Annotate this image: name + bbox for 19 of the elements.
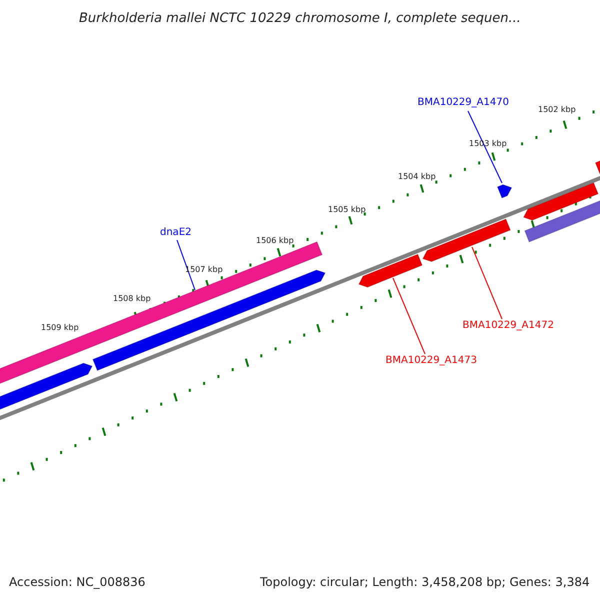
tick-label: 1509 kbp bbox=[41, 324, 79, 332]
gene-block bbox=[358, 254, 423, 288]
gene-label: dnaE2 bbox=[160, 228, 192, 238]
tick-label: 1504 kbp bbox=[398, 173, 436, 181]
gene-block bbox=[496, 184, 512, 199]
tick-label: 1502 kbp bbox=[538, 106, 576, 114]
tick-label: 1508 kbp bbox=[113, 295, 151, 303]
sequence-info-text: Topology: circular; Length: 3,458,208 bp; Genes: 3,384 bbox=[260, 576, 590, 588]
tick-label: 1505 kbp bbox=[328, 206, 366, 214]
leader-line bbox=[468, 110, 502, 184]
gene-block bbox=[422, 218, 512, 262]
accession-text: Accession: NC_008836 bbox=[9, 576, 146, 588]
tick-label: 1506 kbp bbox=[256, 237, 294, 245]
gene-label: BMA10229_A1470 bbox=[418, 98, 509, 108]
leader-line bbox=[392, 278, 426, 354]
diagram-title: Burkholderia mallei NCTC 10229 chromosome I, complete sequen... bbox=[79, 12, 521, 24]
gene-label: BMA10229_A1472 bbox=[462, 321, 554, 331]
gene-label: BMA10229_A1473 bbox=[386, 356, 477, 366]
leader-line bbox=[472, 246, 502, 320]
